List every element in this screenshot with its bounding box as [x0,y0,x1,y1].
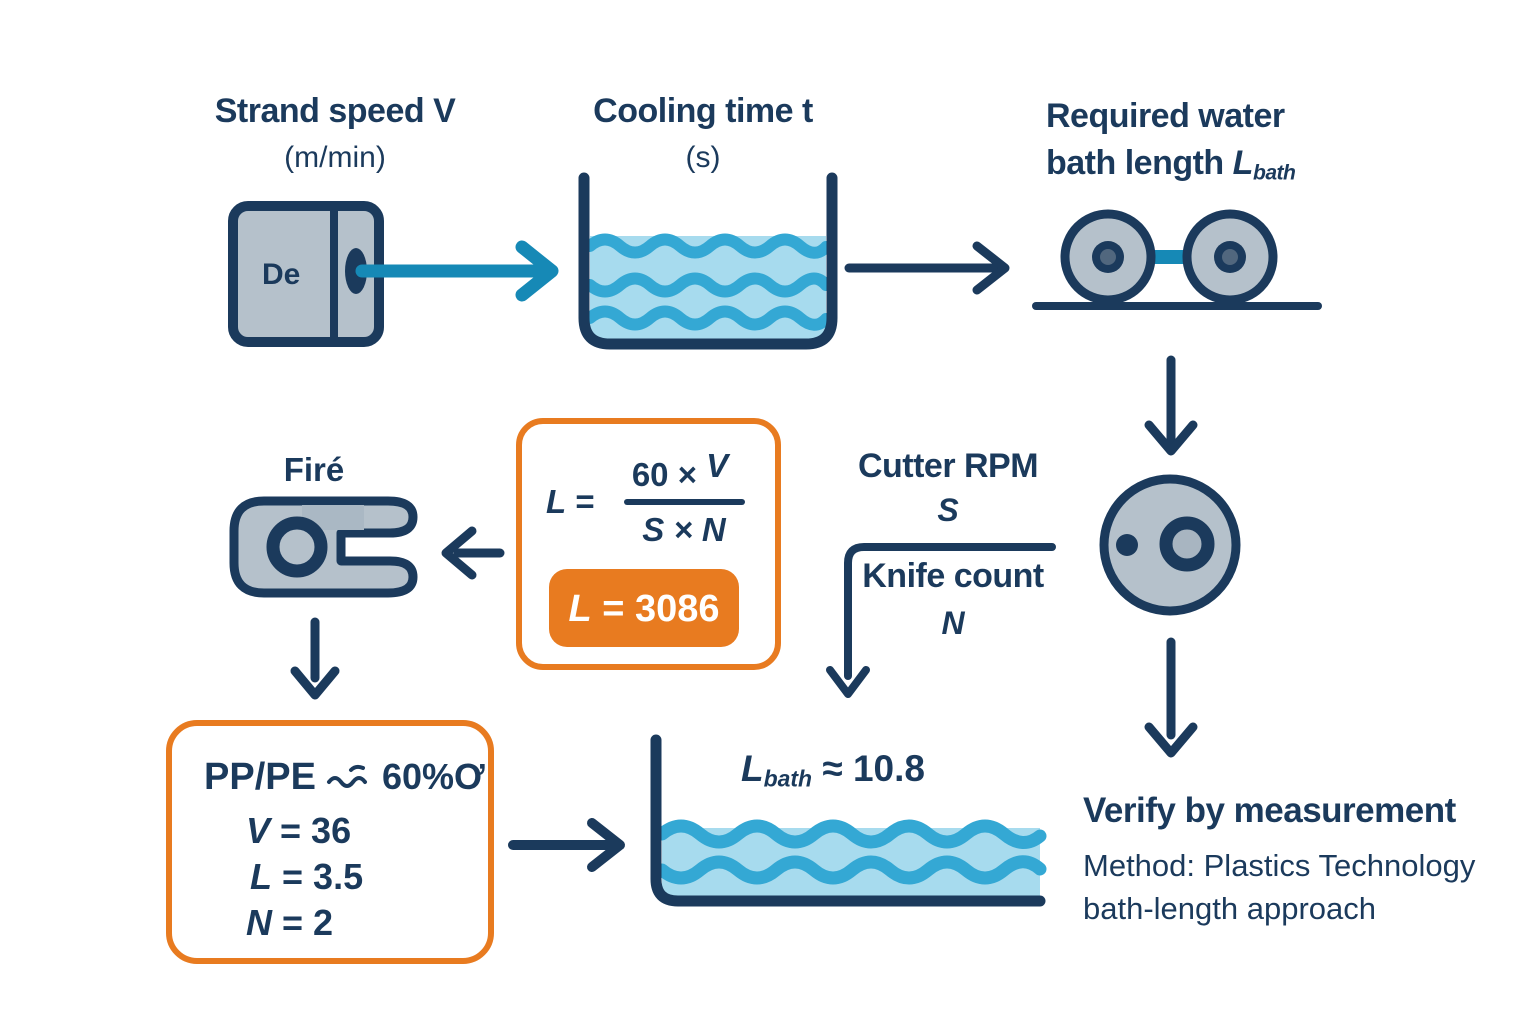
param-row-l: L = 3.5 [250,856,363,898]
flow-arrow-down-3 [290,617,340,700]
params-box [166,720,494,964]
extruder-label: De [262,258,301,291]
params-header: PP/PE 60%Ơ [204,756,485,799]
fire-label: Firé [283,451,345,488]
cutter-symbol: S [937,492,959,528]
rollers-title-line1: Required water [1046,97,1285,135]
elbow-arrow [826,543,1056,698]
cooling-units: (s) [685,141,721,174]
param-var: L [250,856,272,897]
result-bath-icon [650,734,1047,907]
flow-arrow-down-1 [1144,355,1198,456]
bath-result-sub: bath [763,765,813,792]
rollers-symbol-sub: bath [1252,161,1296,185]
formula-box [516,418,781,670]
formula-numerator-var: V [706,447,729,484]
pelletizer-cutter-wheel-icon [1099,474,1241,616]
formula-lhs: L = [546,483,595,521]
knife-count-label: Knife count [862,557,1044,595]
bath-result-value: ≈ 10.8 [822,748,925,789]
param-row-v: V = 36 [246,810,351,852]
flow-arrow-down-2 [1144,637,1198,758]
rollers-title-text: bath length [1046,144,1224,182]
bath-result-symbol: L [741,748,764,789]
strand-clamp-icon [229,496,418,598]
params-material: PP/PE [204,756,316,798]
rollers-symbol: L [1232,144,1254,182]
param-value: = 3.5 [282,856,364,897]
formula-numerator-coeff: 60 × [631,456,697,493]
formula-result-value: = 3086 [602,588,720,630]
flow-arrow-right [844,241,1010,295]
formula-equals: = [575,483,595,520]
extruder-title: Strand speed V [214,92,456,130]
verify-method-line1: Method: Plastics Technology [1083,848,1476,883]
puller-rollers-icon [1032,209,1322,310]
formula-lhs-var: L [546,483,567,520]
flow-arrow-left [441,526,505,580]
param-value: = 36 [280,810,352,851]
param-var: V [246,810,271,851]
cutter-rpm-label: Cutter RPM [857,447,1039,485]
flow-arrow-right-2 [508,818,625,872]
param-var: N [246,902,272,943]
result-badge [549,569,739,647]
bath-result: Lbath ≈ 10.8 [741,748,925,793]
formula-result-var: L [568,588,592,630]
strand-arrow [355,240,559,302]
cooling-title: Cooling time t [593,92,813,130]
squiggle-icon [326,764,367,788]
params-moisture: 60%Ơ [381,756,485,797]
verify-title: Verify by measurement [1083,791,1456,830]
extruder-units: (m/min) [284,141,386,174]
formula-denominator: S × N [642,511,726,548]
param-row-n: N = 2 [246,902,333,944]
formula-numerator: 60 × V [631,447,728,494]
verify-method-line2: bath-length approach [1083,891,1377,926]
param-value: = 2 [282,902,334,943]
rollers-title-line2: bath length Lbath [1046,144,1296,185]
formula-result: L = 3086 [568,588,719,631]
water-bath-icon [578,172,838,350]
knife-symbol: N [941,605,965,641]
